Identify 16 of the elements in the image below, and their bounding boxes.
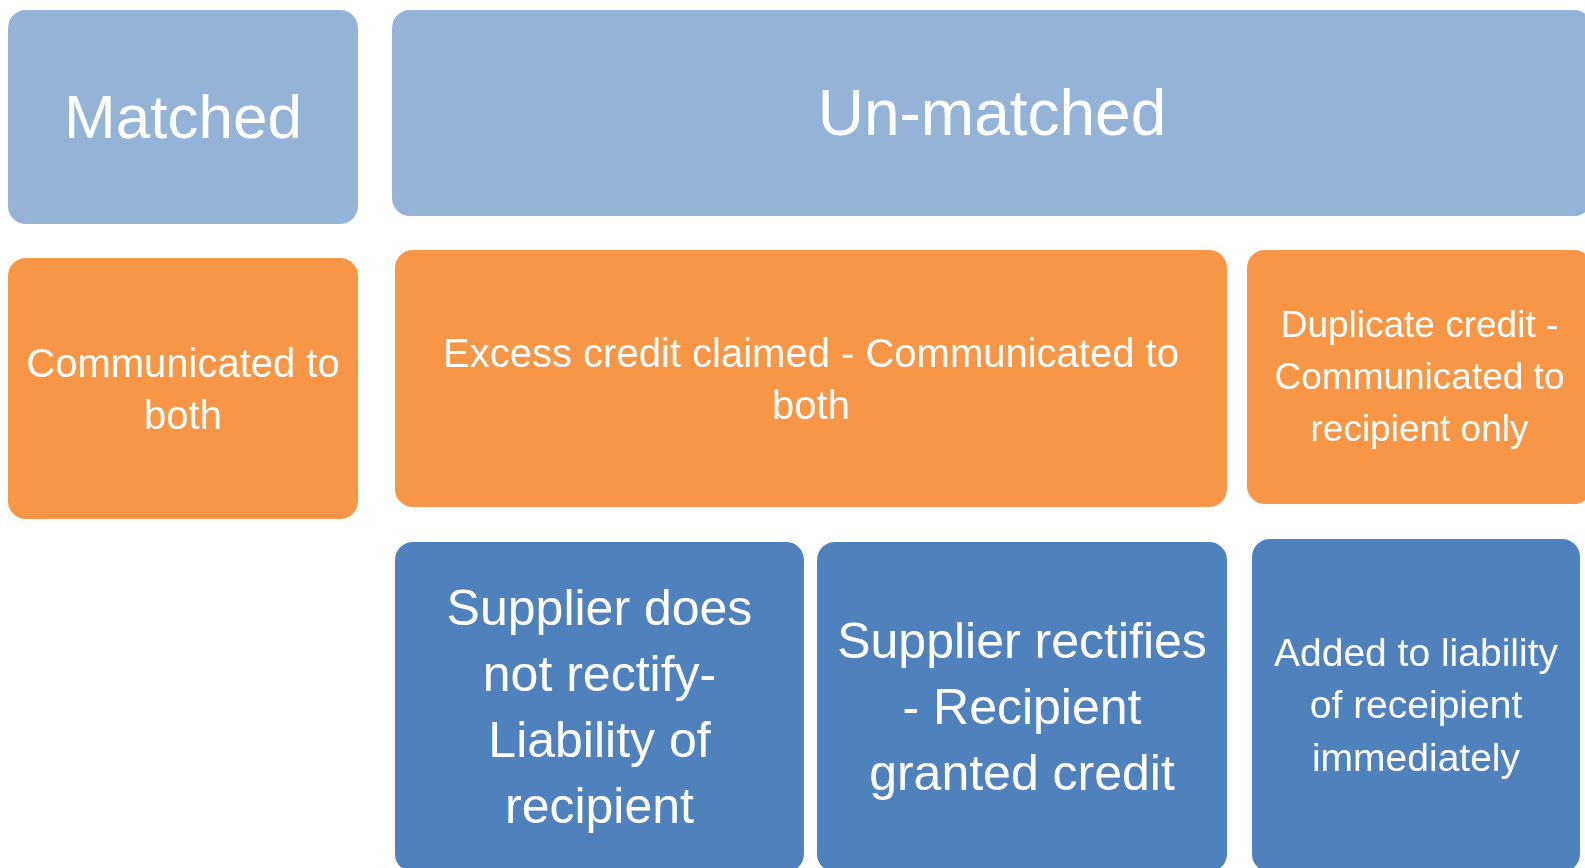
box-label: Supplier rectifies - Recipient granted credit (836, 612, 1208, 803)
box-label: Communicated to both (25, 339, 341, 439)
box-label: Added to liability of receipient immediately (1273, 629, 1559, 781)
box-label: Excess credit claimed - Communicated to both (442, 329, 1180, 429)
box-label: Duplicate credit - Communicated to recipient only (1273, 303, 1566, 451)
box-label: Supplier does not rectify- Liability of recipient (445, 579, 754, 836)
category-header-box (8, 10, 358, 224)
category-header-box (392, 10, 1585, 216)
outcome-box (1252, 539, 1580, 868)
box-label: Un-matched (817, 75, 1167, 151)
scenario-box (1247, 250, 1585, 504)
outcome-box (817, 542, 1227, 868)
scenario-box (8, 258, 358, 519)
scenario-box (395, 250, 1227, 507)
outcome-box (395, 542, 804, 868)
box-label: Matched (64, 80, 302, 153)
